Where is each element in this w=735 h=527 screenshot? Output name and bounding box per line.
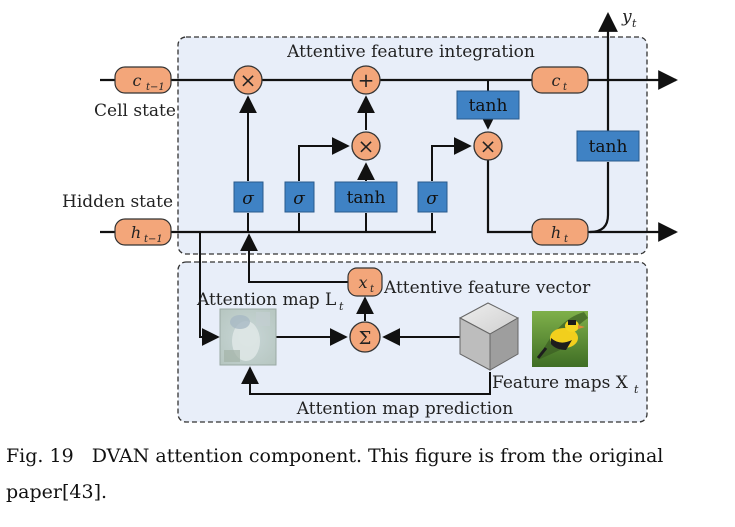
- svg-text:σ: σ: [242, 189, 254, 209]
- hidden-state-line-right: [486, 160, 678, 242]
- caption-text: DVAN attention component. This figure is…: [6, 445, 664, 503]
- c-t-box: c t: [531, 66, 589, 94]
- output-multiply-node: ×: [473, 131, 503, 161]
- forget-gate-sigma: σ: [233, 181, 264, 213]
- svg-text:t: t: [632, 17, 637, 30]
- output-gate-arrow: [431, 137, 472, 181]
- x-t-box: x t: [347, 267, 383, 297]
- cell-state-label: Cell state: [94, 101, 176, 121]
- bird-image: [532, 311, 588, 367]
- bottom-box-title: Attention map prediction: [296, 399, 513, 419]
- svg-text:Feature maps X: Feature maps X: [492, 373, 629, 393]
- y-t-label: y t: [621, 7, 637, 30]
- sum-node: Σ: [349, 321, 381, 353]
- svg-text:t−1: t−1: [144, 234, 163, 245]
- attention-map-image: [219, 308, 277, 366]
- svg-text:×: ×: [358, 134, 375, 158]
- features-to-attention-arrow: [241, 366, 491, 395]
- svg-text:×: ×: [240, 68, 257, 92]
- h-t-box: h t: [531, 218, 589, 246]
- svg-text:×: ×: [480, 134, 497, 158]
- svg-text:t: t: [339, 300, 344, 313]
- svg-text:h: h: [131, 223, 141, 242]
- attentive-feature-vector-label: Attentive feature vector: [383, 278, 591, 298]
- svg-text:x: x: [358, 273, 367, 292]
- c-prev-box: c t−1: [114, 66, 172, 94]
- input-multiply-node: ×: [351, 131, 381, 161]
- output-tanh: tanh: [576, 130, 640, 162]
- h-prev-box: h t−1: [114, 218, 172, 246]
- attention-map-label: Attention map L t: [196, 290, 344, 313]
- svg-text:t−1: t−1: [146, 82, 165, 93]
- feature-maps-cube: [458, 302, 520, 371]
- input-gate-arrow: [298, 137, 350, 181]
- figure-number: Fig. 19: [6, 445, 74, 467]
- svg-text:t: t: [563, 82, 568, 93]
- svg-text:σ: σ: [426, 189, 438, 209]
- svg-text:σ: σ: [293, 189, 305, 209]
- hidden-to-attention-arrow: [199, 232, 220, 346]
- x-to-hidden-arrow: [240, 233, 348, 283]
- cell-tanh: tanh: [456, 90, 520, 120]
- forget-multiply-node: ×: [233, 65, 263, 95]
- svg-text:t: t: [370, 284, 375, 295]
- input-gate-sigma: σ: [284, 181, 315, 213]
- svg-text:h: h: [551, 223, 561, 242]
- svg-text:t: t: [564, 234, 569, 245]
- svg-text:y: y: [621, 7, 632, 27]
- svg-text:Σ: Σ: [359, 328, 372, 349]
- feature-maps-label: Feature maps X t: [492, 373, 639, 396]
- attention-map-prediction-box: [177, 261, 648, 423]
- top-box-title: Attentive feature integration: [286, 42, 535, 62]
- svg-text:c: c: [552, 71, 561, 90]
- svg-text:Attention map L: Attention map L: [196, 290, 336, 310]
- svg-text:c: c: [133, 71, 142, 90]
- svg-text:tanh: tanh: [589, 137, 628, 157]
- output-gate-sigma: σ: [417, 181, 448, 213]
- dvan-diagram: Attentive feature integration Attention …: [62, 7, 678, 423]
- svg-text:tanh: tanh: [469, 96, 508, 116]
- cell-add-node: +: [351, 65, 381, 95]
- candidate-tanh: tanh: [334, 181, 398, 213]
- svg-text:+: +: [358, 68, 375, 92]
- output-y-arrow: [589, 162, 610, 234]
- svg-text:t: t: [634, 383, 639, 396]
- hidden-state-label: Hidden state: [62, 192, 173, 212]
- svg-text:tanh: tanh: [347, 188, 386, 208]
